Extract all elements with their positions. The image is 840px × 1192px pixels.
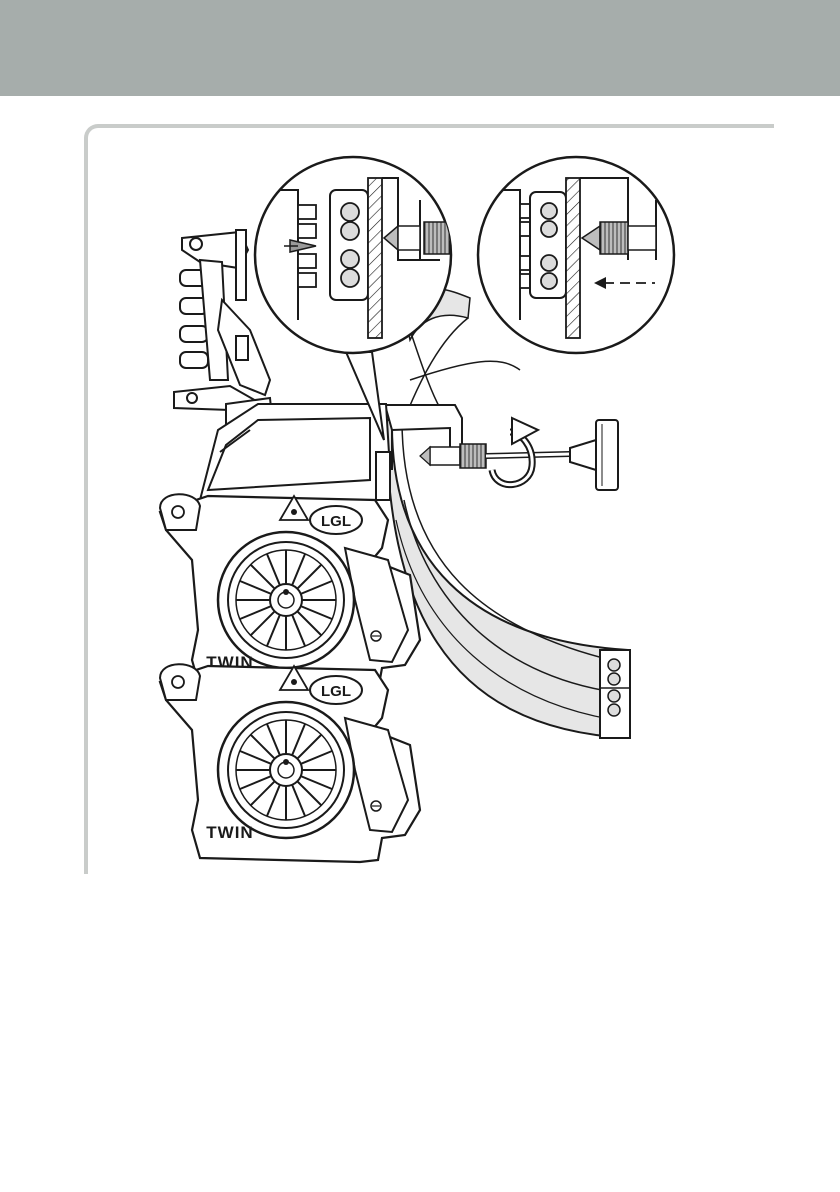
set-screw xyxy=(420,444,486,468)
rotate-arrow-icon xyxy=(492,418,538,485)
ribbon-cable xyxy=(386,288,630,738)
logo-top: LGL xyxy=(321,513,351,530)
logo-bottom: LGL xyxy=(321,683,351,700)
detail-callout-right xyxy=(478,157,674,353)
module-top: LGL xyxy=(160,494,420,692)
detail-callout-left xyxy=(255,157,451,440)
module-bottom: LGL TWIN xyxy=(160,664,420,862)
model-label-bottom: TWIN xyxy=(206,823,253,842)
screwdriver xyxy=(486,420,618,490)
